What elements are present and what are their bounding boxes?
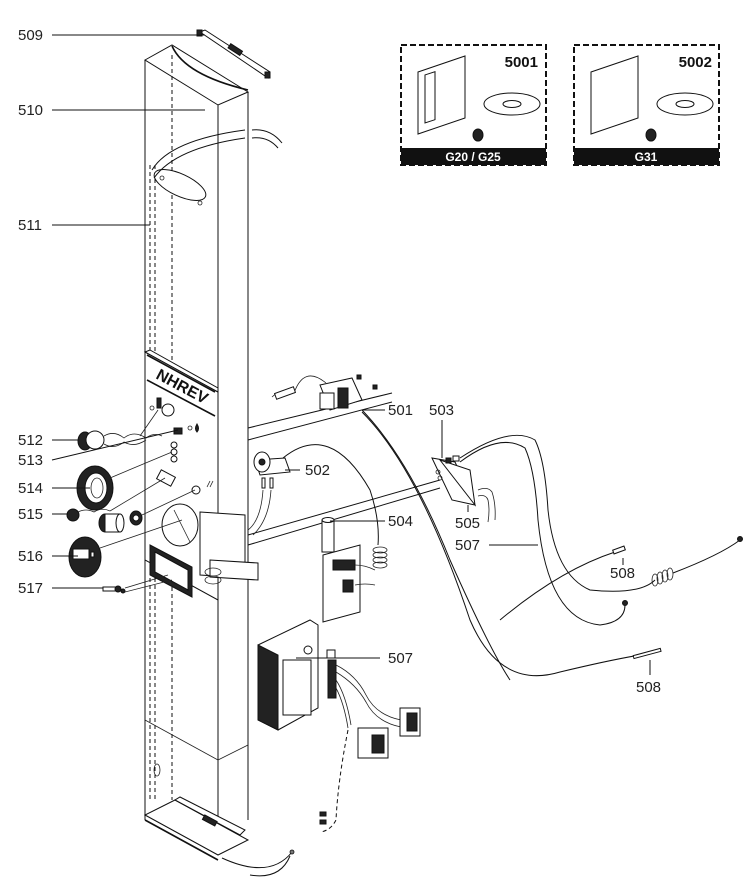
panel-display-cutout [161, 503, 199, 547]
part-504-capacitor [321, 517, 388, 623]
part-512-ignition-knob [77, 409, 163, 451]
nozzle-icon [645, 128, 657, 142]
kit-caption-bar [574, 148, 719, 165]
kit-caption: G20 / G25 [445, 150, 501, 164]
callout-517: 517 [18, 580, 43, 597]
control-panel: NHREV [143, 349, 259, 601]
bottom-bracket [173, 796, 246, 836]
callout-508-upper: 508 [610, 565, 635, 582]
callout-501: 501 [388, 402, 413, 419]
part-501-ignition-unit [271, 374, 378, 411]
kit-caption-bar [401, 148, 546, 165]
callout-511: 511 [18, 217, 42, 234]
callout-512: 512 [18, 432, 43, 449]
kit-caption: G31 [635, 150, 658, 164]
leader-lines [51, 34, 651, 675]
part-513-fitting [170, 427, 183, 463]
spring-coil [651, 567, 674, 587]
callout-515: 515 [18, 506, 43, 523]
callout-507: 507 [455, 537, 480, 554]
housing-bottom [143, 799, 250, 856]
callout-502: 502 [305, 462, 330, 479]
nozzle-icon [472, 128, 484, 142]
relay-board [322, 544, 361, 623]
kit-number: 5001 [505, 54, 538, 71]
callout-514: 514 [18, 480, 43, 497]
part-506-transformer [257, 619, 421, 833]
part-514-grommet [76, 451, 173, 511]
callout-503: 503 [429, 402, 454, 419]
part-502-pressure-switch [247, 444, 379, 546]
callout-506: 507 [388, 650, 413, 667]
part-509-top-bracket [196, 29, 271, 79]
gas-plate-icon [590, 55, 639, 135]
kit-number: 5002 [679, 54, 712, 71]
callout-505: 505 [455, 515, 480, 532]
mounting-rail [247, 392, 441, 546]
housing-top-curve [171, 45, 249, 91]
part-517-sensor [102, 574, 173, 594]
callout-508-lower: 508 [636, 679, 661, 696]
kit-box-5002[interactable]: 5002 G31 [573, 44, 720, 166]
part-503-fuse [445, 457, 452, 464]
part-507-cable-harness [361, 409, 743, 681]
callout-509: 509 [18, 27, 43, 44]
callout-510: 510 [18, 102, 43, 119]
callout-516: 516 [18, 548, 43, 565]
callout-labels: 509 510 511 512 513 514 515 516 517 501 … [18, 27, 661, 696]
kit-box-5001[interactable]: 5001 G20 / G25 [400, 44, 547, 166]
part-516-hour-meter [68, 519, 183, 578]
oval-cover-plate [153, 169, 207, 201]
part-515-push-button [66, 477, 196, 533]
callout-513: 513 [18, 452, 43, 469]
coil-spring-504 [372, 546, 388, 569]
callout-504: 504 [388, 513, 413, 530]
part-505-control-board [431, 455, 496, 523]
